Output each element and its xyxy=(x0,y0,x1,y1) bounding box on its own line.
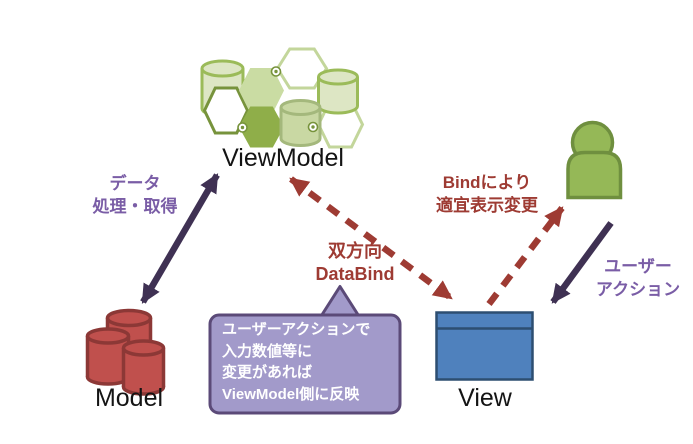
cylinder-icon xyxy=(121,339,166,396)
connector-dot-icon xyxy=(237,122,248,133)
hexagon-icon xyxy=(275,47,329,90)
user-person-icon xyxy=(566,120,623,200)
viewmodel-hexagon-cluster-icon xyxy=(200,47,365,149)
viewmodel-view-databind-arrow xyxy=(289,176,453,301)
callout-line: 入力数値等に xyxy=(222,342,313,360)
callout-text: ユーザーアクションで 入力数値等に 変更があれば ViewModel側に反映 xyxy=(222,319,394,405)
callout-line: ユーザーアクションで xyxy=(222,321,371,338)
annotation-line: 処理・取得 xyxy=(92,197,178,216)
view-user-bind-arrow xyxy=(486,206,565,306)
user-view-action-arrow xyxy=(550,221,614,304)
callout-body xyxy=(208,313,402,415)
annotation-line: ユーザー xyxy=(604,257,672,276)
user-action-annotation: ユーザー アクション xyxy=(583,255,693,301)
callout-line: 変更があれば xyxy=(222,364,313,381)
cylinder-icon xyxy=(317,68,359,115)
connector-dot-icon xyxy=(270,66,282,77)
hexagon-icon xyxy=(202,86,250,135)
callout-bubble xyxy=(208,285,402,415)
bind-display-update-annotation: Bindにより 適宜表示変更 xyxy=(412,171,562,217)
view-window-icon xyxy=(435,311,534,381)
hexagon-icon xyxy=(239,106,284,148)
annotation-line: アクション xyxy=(595,280,681,299)
connector-dot-icon xyxy=(307,121,319,133)
viewmodel-label: ViewModel xyxy=(222,144,344,172)
callout-line: ViewModel側に反映 xyxy=(222,385,360,403)
annotation-line: 双方向 xyxy=(328,241,382,261)
annotation-line: 適宜表示変更 xyxy=(436,196,538,215)
view-label: View xyxy=(458,384,512,412)
model-viewmodel-arrow xyxy=(140,173,220,304)
data-processing-annotation: データ 処理・取得 xyxy=(55,172,215,218)
annotation-line: DataBind xyxy=(315,264,395,284)
two-way-databind-annotation: 双方向 DataBind xyxy=(280,240,430,286)
annotation-line: Bindにより xyxy=(442,173,532,192)
person-body xyxy=(566,150,623,200)
model-label: Model xyxy=(94,384,164,412)
annotation-line: データ xyxy=(109,174,161,193)
hexagon-icon xyxy=(239,68,284,113)
model-database-icon xyxy=(85,308,166,396)
